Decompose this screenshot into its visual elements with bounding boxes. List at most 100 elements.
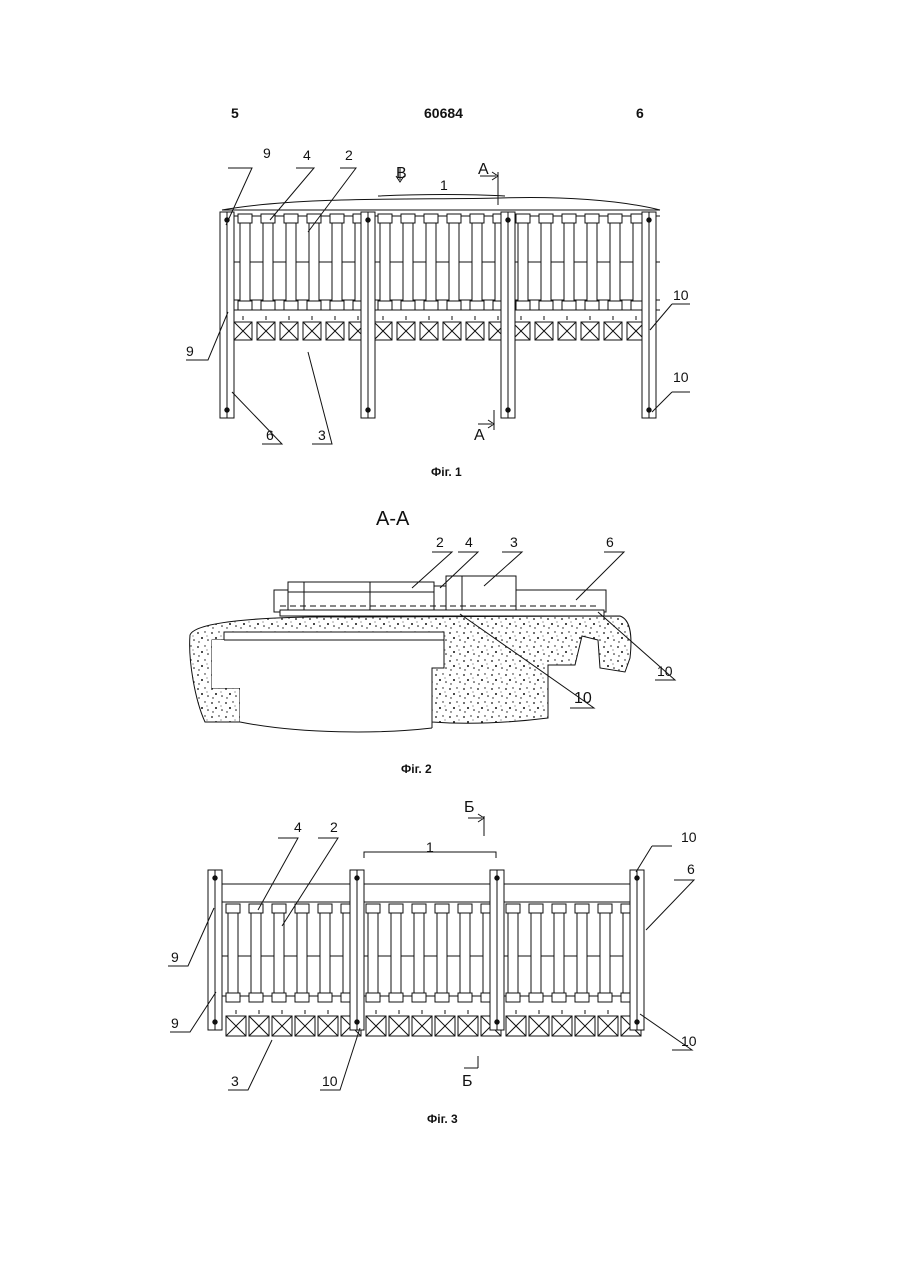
fig1-label-10-lower: 10 xyxy=(673,369,689,385)
panel-cap xyxy=(506,993,520,1002)
panel-cap xyxy=(552,993,566,1002)
panel-cap xyxy=(447,214,461,223)
panel-cap xyxy=(608,301,622,310)
bolt xyxy=(635,1020,639,1024)
panel-cap xyxy=(412,993,426,1002)
panel-cap xyxy=(318,904,332,913)
panel xyxy=(274,906,284,1000)
panel-cap xyxy=(295,993,309,1002)
panel-cap xyxy=(366,904,380,913)
fig2-label-2: 2 xyxy=(436,534,444,550)
bolt xyxy=(647,218,651,222)
panel-cap xyxy=(272,904,286,913)
panel-cap xyxy=(366,993,380,1002)
fig1-label-3: 3 xyxy=(318,427,326,443)
panel-cap xyxy=(261,301,275,310)
fig3-label-9-upper: 9 xyxy=(171,949,179,965)
panel-cap xyxy=(562,214,576,223)
fig3-label-6: 6 xyxy=(687,861,695,877)
panel-cap xyxy=(401,214,415,223)
panel-cap xyxy=(562,301,576,310)
fig1-label-2: 2 xyxy=(345,147,353,163)
fig1-crossed-boxes xyxy=(234,316,645,340)
bolt xyxy=(647,408,651,412)
panel-cap xyxy=(295,904,309,913)
panel-cap xyxy=(529,993,543,1002)
panel-cap xyxy=(470,214,484,223)
panel xyxy=(263,216,273,308)
panel-cap xyxy=(435,904,449,913)
panel-cap xyxy=(585,301,599,310)
bolt xyxy=(635,876,639,880)
fig2-label-10-right: 10 xyxy=(657,663,673,679)
panel xyxy=(240,216,250,308)
panel-cap xyxy=(608,214,622,223)
fig3-label-9-lower: 9 xyxy=(171,1015,179,1031)
panel xyxy=(577,906,587,1000)
fig2-label-10-bottom: 10 xyxy=(574,690,592,707)
panel xyxy=(600,906,610,1000)
fig3-label-B-bottom: Б xyxy=(462,1073,473,1090)
bolt xyxy=(355,876,359,880)
panel xyxy=(286,216,296,308)
fig3-panel-rows xyxy=(216,904,644,1002)
fig1-label-9-bottom: 9 xyxy=(186,343,194,359)
panel xyxy=(251,906,261,1000)
fig3-label-10-top: 10 xyxy=(681,829,697,845)
panel xyxy=(508,906,518,1000)
panel xyxy=(309,216,319,308)
panel-cap xyxy=(539,301,553,310)
panel-cap xyxy=(424,301,438,310)
panel-cap xyxy=(378,214,392,223)
figure-1-plan-view xyxy=(186,168,690,444)
panel xyxy=(541,216,551,308)
fig2-block-3 xyxy=(446,576,516,610)
panel-cap xyxy=(458,993,472,1002)
panel xyxy=(437,906,447,1000)
bolt xyxy=(213,876,217,880)
panel-cap xyxy=(249,993,263,1002)
fig1-label-4: 4 xyxy=(303,147,311,163)
panel xyxy=(332,216,342,308)
panel-cap xyxy=(424,214,438,223)
fig3-label-3: 3 xyxy=(231,1073,239,1089)
panel xyxy=(531,906,541,1000)
panel xyxy=(449,216,459,308)
fig1-label-A-top: А xyxy=(478,161,489,178)
panel-cap xyxy=(261,214,275,223)
panel xyxy=(380,216,390,308)
panel-cap xyxy=(447,301,461,310)
fig2-label-6: 6 xyxy=(606,534,614,550)
fig3-label-1: 1 xyxy=(426,839,434,855)
panel-cap xyxy=(575,904,589,913)
panel-cap xyxy=(307,301,321,310)
fig1-label-1: 1 xyxy=(440,177,448,193)
fig3-crossed-boxes xyxy=(226,1010,641,1036)
panel-cap xyxy=(389,904,403,913)
fig2-void xyxy=(212,640,440,732)
panel xyxy=(564,216,574,308)
panel-cap xyxy=(598,904,612,913)
fig3-caption: Фіг. 3 xyxy=(427,1112,458,1126)
panel-cap xyxy=(401,301,415,310)
panel xyxy=(472,216,482,308)
panel xyxy=(368,906,378,1000)
panel-cap xyxy=(575,993,589,1002)
bolt xyxy=(225,408,229,412)
panel-cap xyxy=(378,301,392,310)
panel-cap xyxy=(516,214,530,223)
panel-cap xyxy=(226,904,240,913)
fig3-label-10-bottom: 10 xyxy=(322,1073,338,1089)
panel-cap xyxy=(529,904,543,913)
fig1-panel-rows xyxy=(222,214,660,310)
fig1-caption: Фіг. 1 xyxy=(431,465,462,479)
fig1-label-10-upper: 10 xyxy=(673,287,689,303)
bolt xyxy=(506,218,510,222)
fig2-label-3: 3 xyxy=(510,534,518,550)
panel xyxy=(403,216,413,308)
panel xyxy=(228,906,238,1000)
panel-cap xyxy=(226,993,240,1002)
panel xyxy=(587,216,597,308)
panel-cap xyxy=(552,904,566,913)
